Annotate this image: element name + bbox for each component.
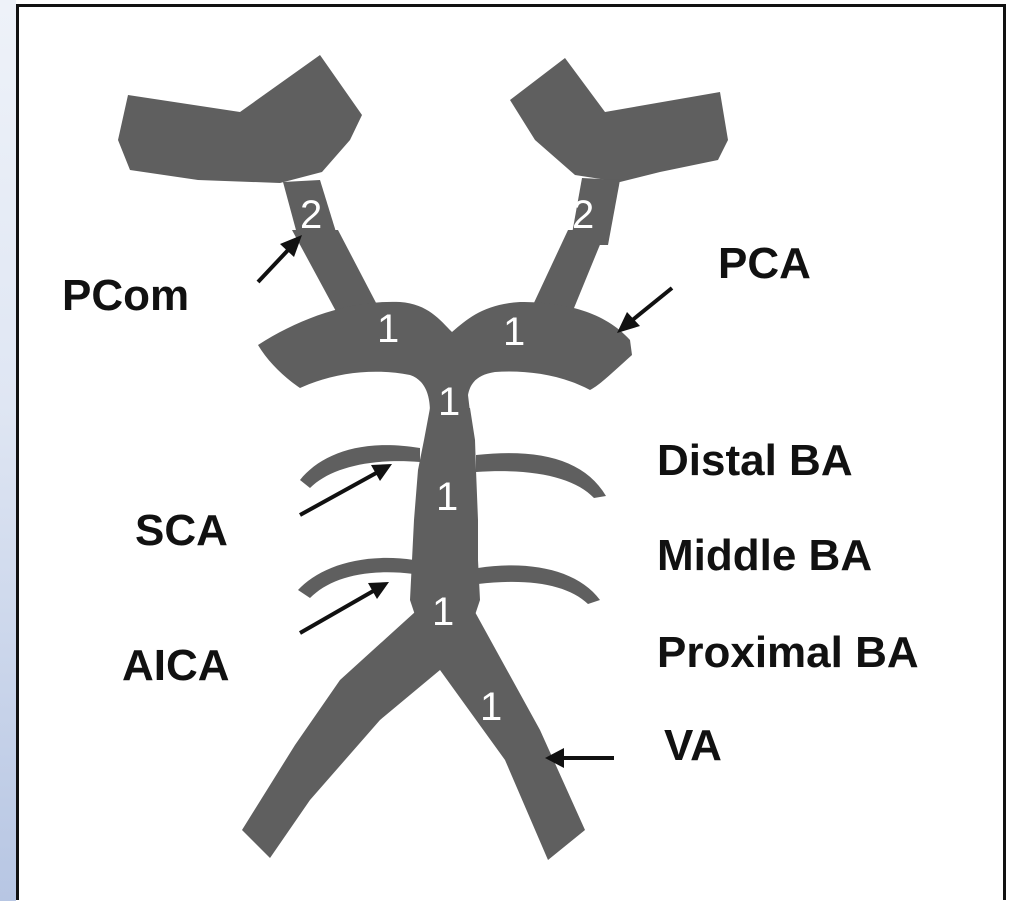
vertebral-arteries	[242, 612, 585, 860]
left-pca-distal-block	[118, 55, 362, 245]
ba-top-segment-number: 1	[438, 380, 460, 424]
proximal-ba-label: Proximal BA	[657, 628, 919, 677]
ba-low-segment-number: 1	[432, 590, 454, 634]
distal-ba-label: Distal BA	[657, 436, 853, 485]
pca-label: PCA	[718, 239, 811, 288]
right-va-segment-number: 1	[480, 685, 502, 729]
sca-label: SCA	[135, 506, 228, 555]
left-p1-segment-number: 1	[377, 307, 399, 351]
ba-mid-segment-number: 1	[436, 475, 458, 519]
pcom-arrow	[258, 235, 302, 282]
left-pcom-segment-number: 2	[300, 193, 322, 237]
right-pcom-segment-number: 2	[572, 193, 594, 237]
right-pca-distal-block	[510, 58, 728, 245]
va-label: VA	[664, 721, 722, 770]
right-p1-segment-number: 1	[503, 310, 525, 354]
pca-arrow	[617, 288, 672, 333]
pcom-label: PCom	[62, 271, 189, 320]
middle-ba-label: Middle BA	[657, 531, 872, 580]
aica-label: AICA	[122, 641, 230, 690]
